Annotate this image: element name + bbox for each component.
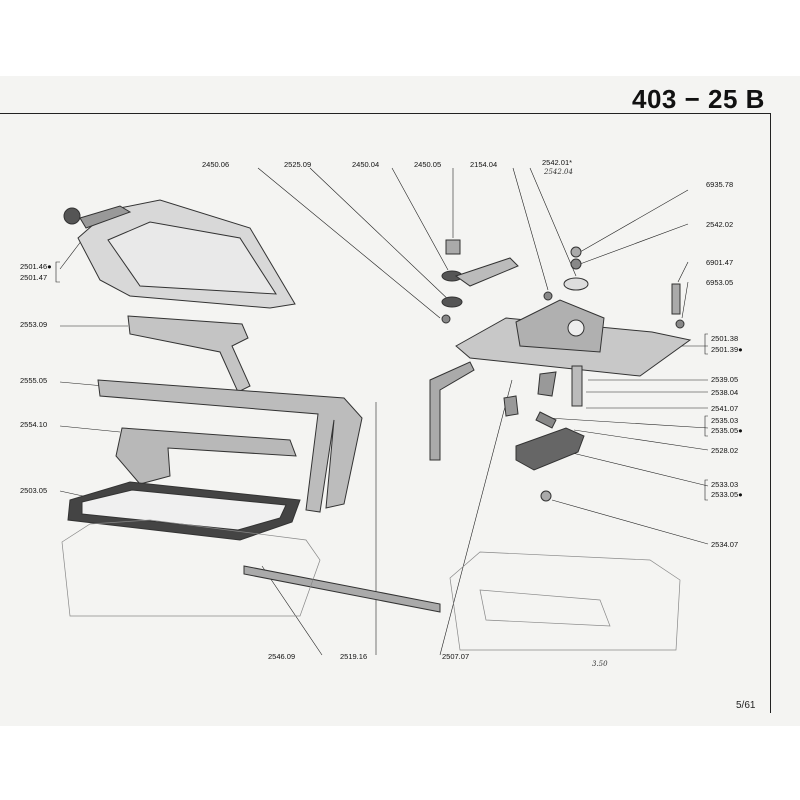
page-title: 403 − 25 B — [632, 84, 765, 114]
part-label-2541-07: 2541.07 — [711, 404, 739, 413]
part-label-2450-06: 2450.06 — [202, 160, 230, 169]
part-label-2535-05: 2535.05● — [711, 426, 743, 435]
page-number: 5/61 — [736, 700, 756, 711]
part-label-2450-05: 2450.05 — [414, 160, 442, 169]
part-label-2533-05: 2533.05● — [711, 490, 743, 499]
part-label-6901-47: 6901.47 — [706, 258, 734, 267]
part-label-2539-05: 2539.05 — [711, 375, 739, 384]
part-label-2542-01: 2542.01* — [542, 158, 573, 167]
part-label-2554-10: 2554.10 — [20, 420, 48, 429]
part-label-2528-02: 2528.02 — [711, 446, 739, 455]
part-label-2501-47: 2501.47 — [20, 273, 48, 282]
handwritten-note-2542: 2542.04 — [544, 168, 573, 176]
part-label-2534-07: 2534.07 — [711, 540, 739, 549]
part-label-2525-09: 2525.09 — [284, 160, 312, 169]
part-label-2154-04: 2154.04 — [470, 160, 498, 169]
part-label-2501-39: 2501.39● — [711, 345, 743, 354]
parts — [63, 199, 692, 613]
part-label-2519-16: 2519.16 — [340, 652, 368, 661]
gearbox-outline — [61, 519, 681, 651]
part-label-6953-05: 6953.05 — [706, 278, 734, 287]
part-label-2555-05: 2555.05 — [20, 376, 48, 385]
part-label-2503-05: 2503.05 — [20, 486, 48, 495]
part-label-2546-09: 2546.09 — [268, 652, 296, 661]
part-label-2507-07: 2507.07 — [442, 652, 470, 661]
part-label-2450-04: 2450.04 — [352, 160, 380, 169]
part-label-2542-02: 2542.02 — [706, 220, 734, 229]
part-label-2553-09: 2553.09 — [20, 320, 48, 329]
part-label-2535-03: 2535.03 — [711, 416, 739, 425]
part-label-2501-38: 2501.38 — [711, 334, 739, 343]
frame-border-right — [770, 113, 771, 713]
part-label-2533-03: 2533.03 — [711, 480, 739, 489]
frame-border-top — [0, 113, 770, 114]
part-label-2501-46: 2501.46● — [20, 262, 52, 271]
part-label-6935-78: 6935.78 — [706, 180, 734, 189]
part-label-2538-04: 2538.04 — [711, 388, 739, 397]
catalog-page — [0, 76, 800, 726]
handwritten-note-bottom: 3.50 — [592, 660, 608, 668]
